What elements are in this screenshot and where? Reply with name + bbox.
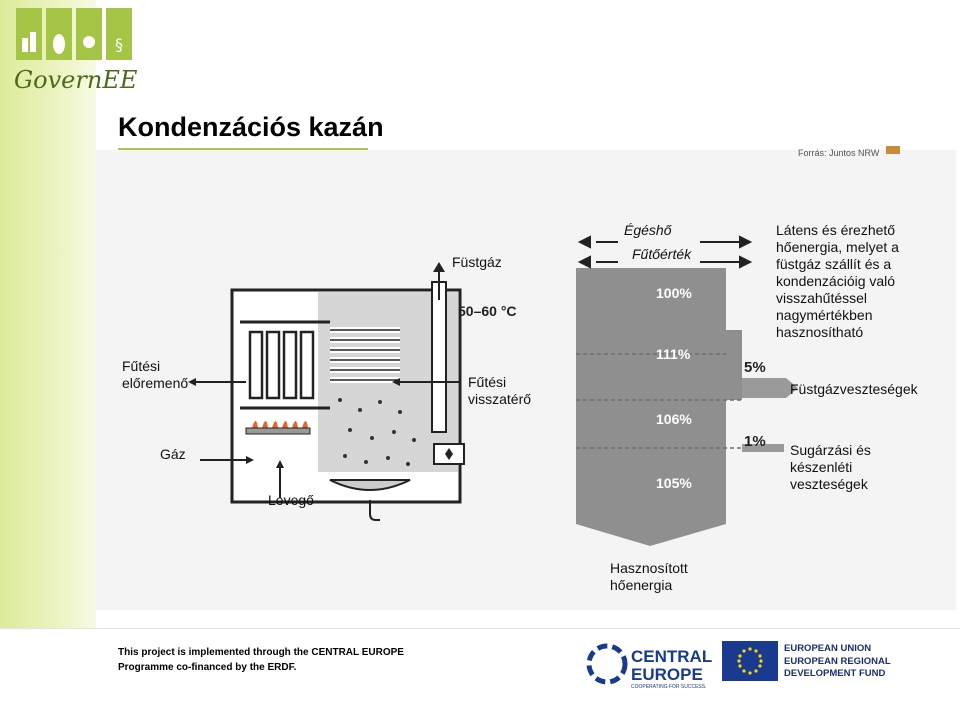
label-latens: Látens és érezhető hőenergia, melyet a f… — [776, 222, 899, 340]
label-fustgaz-veszteseg: Füstgázveszteségek — [790, 381, 918, 397]
source-logo-mark — [886, 146, 900, 154]
central-europe-logo: CENTRAL EUROPE COOPERATING FOR SUCCESS. — [586, 643, 712, 690]
siphon-drain — [369, 500, 380, 521]
eu-flag-icon — [722, 641, 778, 681]
ce-tagline: COOPERATING FOR SUCCESS. — [631, 684, 706, 690]
page-title: Kondenzációs kazán — [118, 112, 384, 142]
title-underline — [118, 148, 368, 151]
boiler-diagram: Forrás: Juntos NRW 50–60 °C — [96, 146, 956, 610]
label-egesho: Égéshő — [624, 222, 672, 238]
output-arrow — [576, 524, 726, 546]
label-futoertek: Fűtőérték — [632, 246, 692, 262]
bar-106 — [576, 398, 726, 448]
label-106-percent: 106% — [656, 411, 692, 427]
flue-pipe — [431, 281, 447, 433]
label-sugarzasi: Sugárzási és készenléti veszteségek — [790, 442, 871, 492]
flue-loss-arrow — [742, 378, 798, 398]
source-text: Forrás: Juntos NRW — [798, 148, 880, 158]
radiation-loss-arrow — [742, 444, 784, 452]
logo-text: GovernEE — [14, 66, 138, 94]
label-fustgaz: Füstgáz — [452, 254, 502, 270]
footer — [0, 628, 960, 717]
label-100-percent: 100% — [656, 285, 692, 301]
footer-project-text: This project is implemented through the … — [118, 647, 404, 673]
condensate-drops — [338, 398, 416, 466]
label-futesi-eloremeno: Fűtési előremenő — [122, 358, 189, 391]
temperature-label: 50–60 °C — [458, 303, 517, 319]
label-futesi-visszatero: Fűtési visszatérő — [468, 374, 532, 407]
ce-line2: EUROPE — [631, 665, 703, 684]
label-105-percent: 105% — [656, 475, 692, 491]
label-111-percent: 111% — [656, 346, 691, 362]
label-hasznositott: Hasznosított hőenergia — [610, 560, 688, 593]
label-gaz: Gáz — [160, 446, 186, 462]
bar-111 — [576, 330, 742, 400]
label-5-percent: 5% — [744, 359, 766, 376]
decorative-side-band — [0, 0, 96, 716]
eu-fund-text: EUROPEAN UNION EUROPEAN REGIONAL DEVELOP… — [784, 643, 891, 679]
label-levego: Levegő — [268, 492, 314, 508]
governee-logo: § GovernEE — [14, 8, 138, 94]
svg-text:§: § — [115, 35, 123, 54]
heat-exchanger — [248, 330, 315, 400]
burner-flames — [252, 421, 308, 428]
label-1-percent: 1% — [744, 433, 766, 450]
ce-line1: CENTRAL — [631, 647, 712, 666]
bar-105 — [576, 446, 726, 524]
